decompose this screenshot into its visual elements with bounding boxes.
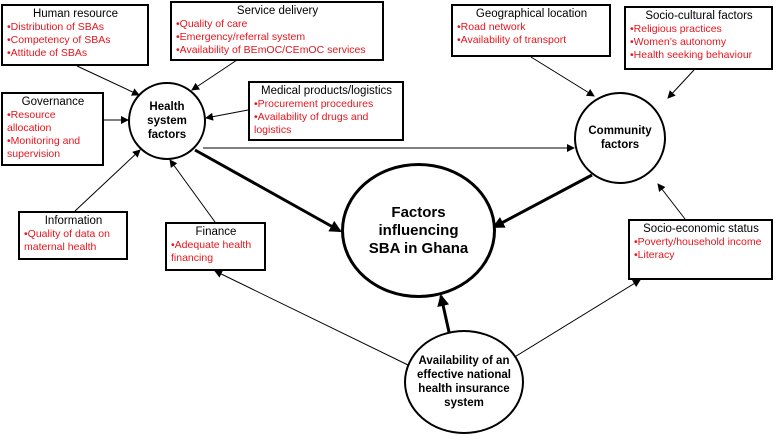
socio-cultural-title: Socio-cultural factors bbox=[645, 10, 753, 22]
human-resource-item: •Distribution of SBAs bbox=[7, 21, 105, 33]
arrow-insurance-to-socio-economic bbox=[499, 279, 641, 367]
information-title: Information bbox=[44, 215, 103, 227]
insurance-node: Availability of an effective national he… bbox=[404, 330, 524, 434]
information-item: •Quality of data on maternal health bbox=[24, 228, 110, 253]
governance-item: •Monitoring and supervision bbox=[7, 135, 81, 160]
socio-economic-item: •Poverty/household income bbox=[634, 236, 762, 248]
geographical-location-item: •Road network bbox=[457, 21, 526, 33]
governance-box: Governance •Resource allocation •Monitor… bbox=[1, 92, 104, 166]
insurance-label: Availability of an effective national he… bbox=[417, 355, 511, 409]
socio-cultural-item: •Women’s autonomy bbox=[630, 36, 727, 48]
arrow-service-delivery-to-health-system bbox=[191, 59, 238, 91]
medical-products-box: Medical products/logistics •Procurement … bbox=[248, 81, 404, 141]
finance-title: Finance bbox=[195, 226, 237, 238]
arrow-socio-cultural-to-community bbox=[667, 69, 695, 99]
human-resource-title: Human resource bbox=[32, 8, 118, 20]
finance-box: Finance •Adequate health financing bbox=[165, 222, 266, 271]
socio-economic-item: •Literacy bbox=[634, 249, 675, 261]
medical-products-title: Medical products/logistics bbox=[260, 85, 393, 97]
governance-title: Governance bbox=[21, 96, 85, 108]
arrow-human-resource-to-health-system bbox=[76, 65, 140, 96]
arrow-geographical-to-community bbox=[530, 56, 595, 97]
geographical-location-title: Geographical location bbox=[475, 8, 588, 20]
health-system-factors-label: Health system factors bbox=[147, 101, 187, 141]
service-delivery-box: Service delivery •Quality of care •Emerg… bbox=[170, 1, 384, 61]
community-factors-label: Community factors bbox=[588, 125, 652, 151]
human-resource-item: •Attitude of SBAs bbox=[7, 47, 88, 59]
human-resource-item: •Competency of SBAs bbox=[7, 34, 111, 46]
health-system-factors-node: Health system factors bbox=[128, 82, 206, 160]
arrow-socio-economic-to-community bbox=[657, 183, 686, 220]
arrow-insurance-to-finance bbox=[214, 270, 409, 366]
socio-cultural-item: •Religious practices bbox=[630, 23, 722, 35]
medical-products-item: •Procurement procedures bbox=[254, 98, 374, 110]
socio-cultural-item: •Health seeking behaviour bbox=[630, 49, 753, 61]
service-delivery-item: •Quality of care bbox=[176, 18, 248, 30]
socio-economic-title: Socio-economic status bbox=[643, 223, 759, 235]
arrow-community-to-center bbox=[492, 173, 593, 229]
arrow-information-to-health-system bbox=[74, 149, 141, 212]
geographical-location-item: •Availability of transport bbox=[457, 34, 567, 46]
service-delivery-title: Service delivery bbox=[236, 5, 319, 17]
socio-economic-box: Socio-economic status •Poverty/household… bbox=[628, 219, 773, 280]
human-resource-box: Human resource •Distribution of SBAs •Co… bbox=[1, 4, 149, 66]
center-factors-label: Factors influencing SBA in Ghana bbox=[368, 203, 469, 257]
center-factors-node: Factors influencing SBA in Ghana bbox=[341, 163, 496, 298]
information-box: Information •Quality of data on maternal… bbox=[18, 211, 128, 260]
socio-cultural-box: Socio-cultural factors •Religious practi… bbox=[624, 6, 773, 70]
medical-products-item: •Availability of drugs and logistics bbox=[254, 111, 369, 136]
service-delivery-item: •Emergency/referral system bbox=[176, 31, 306, 43]
geographical-location-box: Geographical location •Road network •Ava… bbox=[451, 4, 611, 57]
governance-item: •Resource allocation bbox=[7, 109, 56, 134]
finance-item: •Adequate health financing bbox=[171, 239, 252, 264]
arrow-insurance-to-center bbox=[437, 294, 451, 333]
arrow-medical-products-to-health-system bbox=[205, 109, 249, 121]
community-factors-node: Community factors bbox=[574, 92, 666, 184]
arrow-finance-to-health-system bbox=[169, 159, 216, 223]
service-delivery-item: •Availability of BEmOC/CEmOC services bbox=[176, 44, 366, 56]
arrow-health-system-to-center bbox=[194, 148, 342, 233]
